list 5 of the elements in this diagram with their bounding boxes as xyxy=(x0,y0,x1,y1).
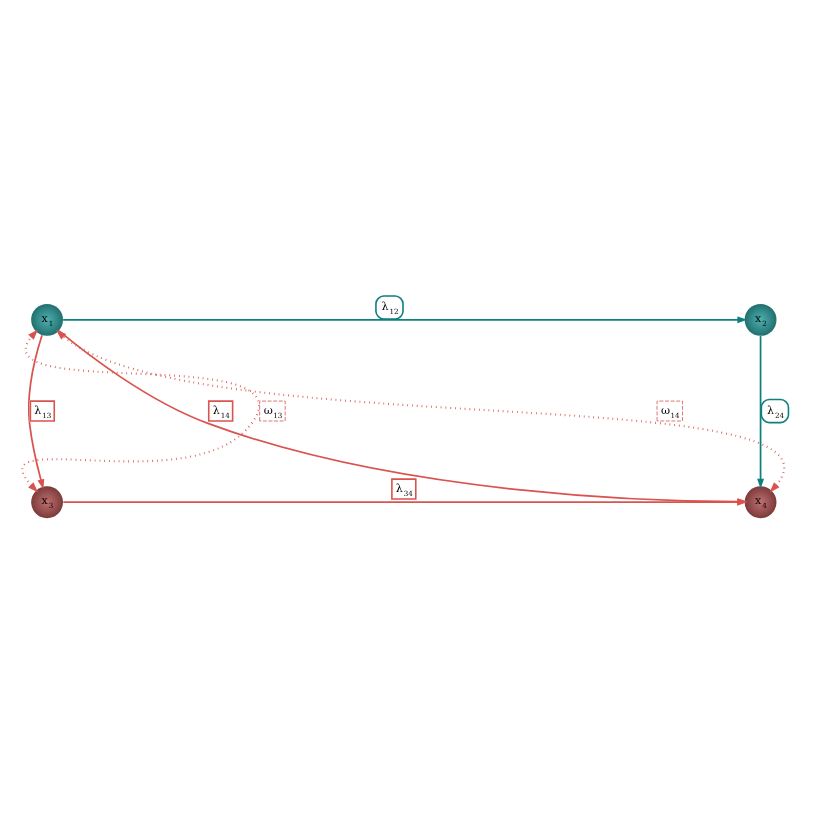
arrow xyxy=(62,315,748,323)
arrow xyxy=(62,497,747,505)
arrow xyxy=(22,328,260,492)
arrow xyxy=(757,334,765,488)
arrow xyxy=(27,333,45,489)
